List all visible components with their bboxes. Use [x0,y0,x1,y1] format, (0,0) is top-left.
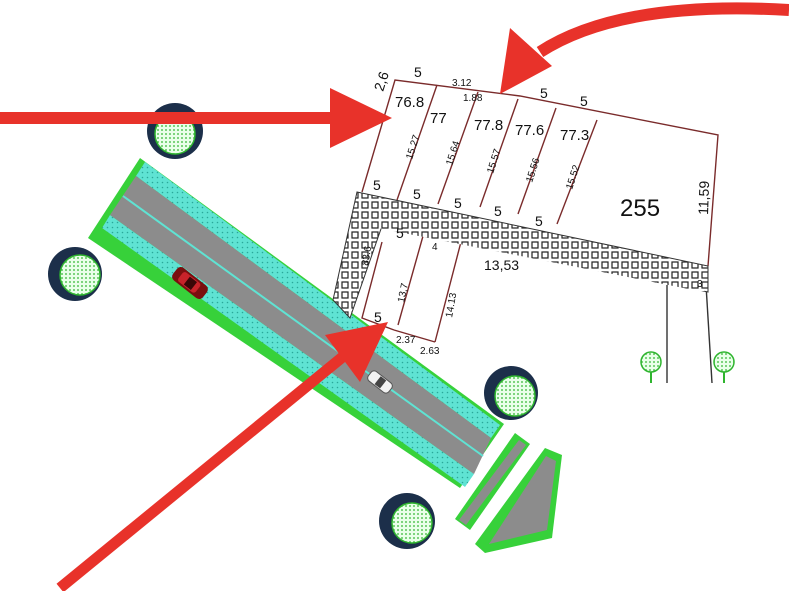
main-road [88,158,504,488]
plot-area-1: 76.8 [395,94,424,111]
plot-area-lower-2: 4 [432,242,438,253]
alley-inner-cut [378,224,707,292]
plot-area-large: 255 [620,195,660,222]
tree-icon [640,351,662,383]
dim-top-w2: 3.12 [452,78,472,89]
dim-depth-2: 15.64 [444,139,462,167]
plot-area-labels: 76.8 77 77.8 77.6 77.3 255 83.6 4 [360,94,660,267]
dim-lower-top: 5 [396,225,404,241]
plot-area-3: 77.8 [474,117,503,134]
plot-area-4: 77.6 [515,122,544,139]
dim-depth-1: 15.27 [404,133,422,161]
dim-front-w3: 5 [454,195,462,211]
dim-lower-depth-1: 13,7 [396,282,411,304]
road-center-line [122,195,484,457]
tree-icon [379,493,435,549]
dim-lower-corner-2: 2.63 [420,346,440,357]
dim-depth-3: 15.57 [485,147,503,175]
dim-alley-end: 3 [697,279,703,290]
dim-lower-corner-1: 2.37 [396,335,416,346]
dim-right-side: 11,59 [695,180,712,215]
red-arrow-icon [500,2,789,94]
dim-top-w1: 5 [414,64,422,80]
tree-icon [713,351,735,383]
dim-front-w4: 5 [494,203,502,219]
dim-top-w3: 1.88 [463,93,483,104]
red-arrow-icon [0,88,392,148]
tree-icon [147,103,203,159]
dim-lower-depth-2: 14.13 [444,292,459,319]
dim-lower-front: 5 [374,309,382,325]
plot-area-lower-1: 83.6 [360,245,374,267]
dim-depth-4: 15.56 [524,156,542,184]
plot-area-2: 77 [430,110,447,127]
car-red-icon [172,267,208,299]
road-sidewalk-lower [102,215,474,487]
plot-area-5: 77.3 [560,127,589,144]
road-end-arrow-marker [455,433,562,553]
dim-depth-5: 15.52 [564,163,582,191]
road-sidewalk-upper [136,162,500,438]
dim-top-w4: 5 [540,85,548,101]
car-white-icon [367,370,393,394]
tree-icon [484,366,538,420]
dim-top-w5: 5 [580,93,588,109]
red-arrow-icon [56,322,388,591]
tree-icon [48,247,102,301]
dim-front-w1: 5 [373,177,381,193]
dim-top-corner: 2,6 [371,69,392,93]
dim-front-w5: 5 [535,213,543,229]
dim-front-w2: 5 [413,186,421,202]
dim-alley-length: 13,53 [484,257,519,273]
